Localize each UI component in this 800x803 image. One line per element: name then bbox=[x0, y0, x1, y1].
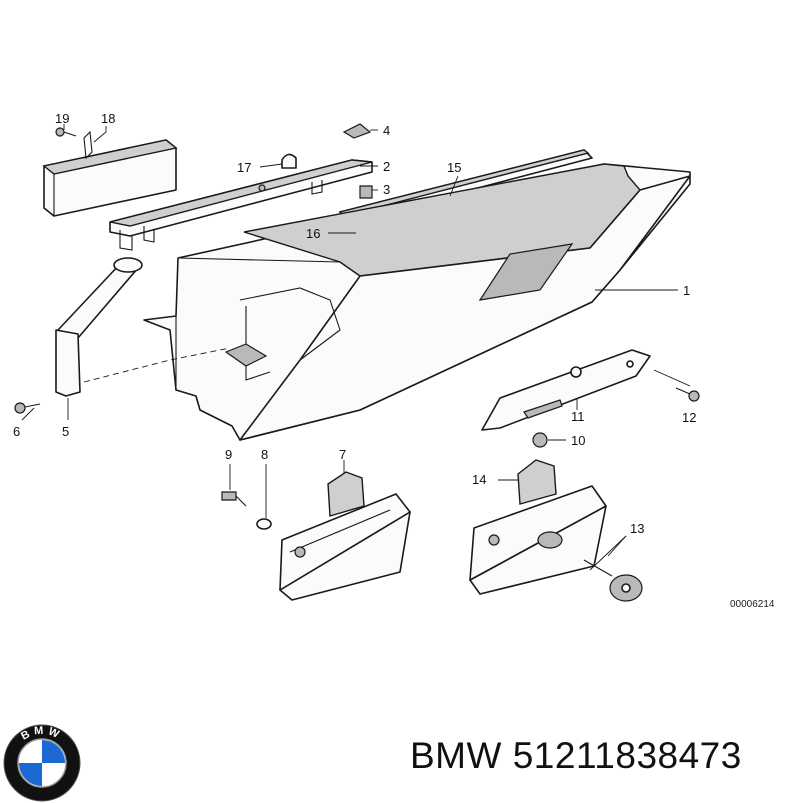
bmw-logo: BMW bbox=[3, 724, 81, 802]
part-19-screw bbox=[55, 127, 77, 137]
part-8-washer bbox=[256, 518, 272, 530]
leader-lines bbox=[21, 124, 691, 571]
callout-5: 5 bbox=[62, 424, 69, 439]
logo-quadrant-blue-1 bbox=[42, 740, 65, 763]
part-10-nut bbox=[532, 432, 548, 448]
caption-brand: BMW bbox=[410, 735, 502, 776]
callout-labels: 1 2 3 4 5 6 7 8 9 10 11 12 13 14 15 16 1… bbox=[13, 111, 775, 610]
part-4-clip bbox=[342, 123, 372, 139]
part-caption: BMW 51211838473 bbox=[410, 735, 742, 777]
callout-7: 7 bbox=[339, 447, 346, 462]
callout-16: 16 bbox=[306, 226, 320, 241]
part-2-top-rail bbox=[109, 159, 373, 251]
callout-17: 17 bbox=[237, 160, 251, 175]
drawing-code: 00006214 bbox=[730, 599, 775, 610]
callout-6: 6 bbox=[13, 424, 20, 439]
callout-11: 11 bbox=[571, 409, 585, 424]
callout-1: 1 bbox=[683, 283, 690, 298]
callout-2: 2 bbox=[383, 159, 390, 174]
part-1-glovebox-body bbox=[143, 163, 691, 441]
logo-quadrant-blue-2 bbox=[19, 763, 42, 786]
part-5-support-strut bbox=[55, 257, 143, 397]
callout-12: 12 bbox=[682, 410, 696, 425]
part-18-trim-strip bbox=[42, 130, 178, 217]
callout-19: 19 bbox=[55, 111, 69, 126]
part-11-lock-bracket bbox=[481, 349, 651, 431]
part-6-screw bbox=[14, 402, 41, 414]
part-14-latch-with-lock bbox=[469, 459, 607, 595]
part-3-nut bbox=[359, 185, 373, 199]
part-12-screw bbox=[675, 387, 700, 402]
callout-13: 13 bbox=[630, 521, 644, 536]
part-17-cap bbox=[281, 153, 297, 169]
callout-9: 9 bbox=[225, 447, 232, 462]
part-9-screw bbox=[221, 491, 247, 507]
callout-15: 15 bbox=[447, 160, 461, 175]
caption-part-number: 51211838473 bbox=[512, 735, 742, 776]
part-7-latch-handle bbox=[279, 471, 411, 601]
callout-10: 10 bbox=[571, 433, 585, 448]
callout-4: 4 bbox=[383, 123, 390, 138]
part-13-key bbox=[583, 559, 643, 602]
callout-3: 3 bbox=[383, 182, 390, 197]
callout-8: 8 bbox=[261, 447, 268, 462]
callout-18: 18 bbox=[101, 111, 115, 126]
callout-14: 14 bbox=[472, 472, 486, 487]
